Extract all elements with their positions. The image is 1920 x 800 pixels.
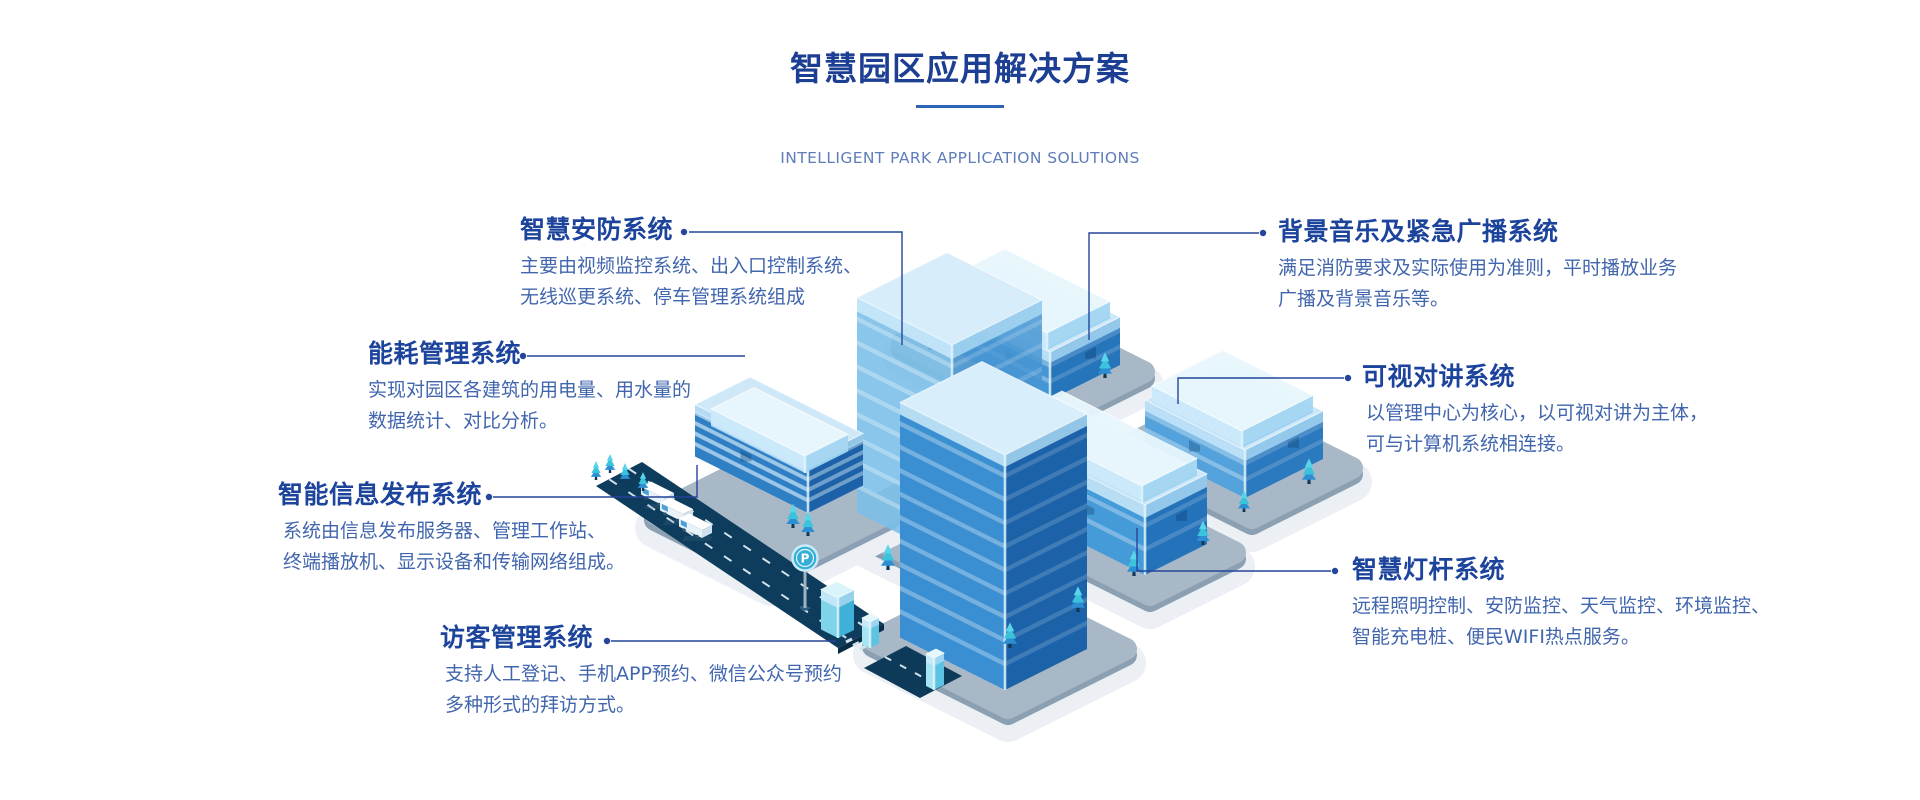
callout-energy-management: 能耗管理系统 实现对园区各建筑的用电量、用水量的 数据统计、对比分析。 bbox=[368, 340, 691, 437]
callout-smart-security: 智慧安防系统 主要由视频监控系统、出入口控制系统、 无线巡更系统、停车管理系统组… bbox=[520, 216, 862, 313]
callout-video-intercom-title: 可视对讲系统 bbox=[1362, 362, 1516, 391]
callout-smart-light-pole: 智慧灯杆系统 远程照明控制、安防监控、天气监控、环境监控、 智能充电桩、便民WI… bbox=[1352, 556, 1770, 653]
tree bbox=[880, 544, 896, 570]
desc-line: 数据统计、对比分析。 bbox=[368, 410, 559, 432]
tree bbox=[1196, 520, 1210, 545]
callout-info-publishing: 智能信息发布系统 系统由信息发布服务器、管理工作站、 终端播放机、显示设备和传输… bbox=[278, 481, 625, 578]
desc-line: 实现对园区各建筑的用电量、用水量的 bbox=[368, 379, 692, 401]
page-title: 智慧园区应用解决方案 bbox=[790, 49, 1130, 88]
callout-info-publishing-desc: 系统由信息发布服务器、管理工作站、 终端播放机、显示设备和传输网络组成。 bbox=[283, 516, 625, 578]
tree bbox=[604, 454, 616, 473]
kiosk bbox=[819, 580, 856, 638]
desc-line: 无线巡更系统、停车管理系统组成 bbox=[520, 286, 806, 308]
tree bbox=[1238, 490, 1250, 512]
desc-line: 可与计算机系统相连接。 bbox=[1366, 433, 1576, 455]
callout-energy-management-title: 能耗管理系统 bbox=[368, 339, 522, 368]
desc-line: 远程照明控制、安防监控、天气监控、环境监控、 bbox=[1352, 595, 1771, 617]
svg-text:P: P bbox=[801, 552, 810, 566]
gate-pillar bbox=[924, 648, 946, 690]
tree bbox=[1097, 352, 1113, 378]
tree bbox=[801, 511, 815, 536]
callout-smart-security-title: 智慧安防系统 bbox=[520, 215, 674, 244]
crosswalk bbox=[845, 637, 867, 651]
callout-broadcast-system-desc: 满足消防要求及实际使用为准则，平时播放业务 广播及背景音乐等。 bbox=[1278, 253, 1677, 315]
desc-line: 主要由视频监控系统、出入口控制系统、 bbox=[520, 255, 863, 277]
leader-dots bbox=[485, 228, 1352, 645]
desc-line: 系统由信息发布服务器、管理工作站、 bbox=[283, 520, 607, 542]
callout-visitor-management-title: 访客管理系统 bbox=[440, 623, 594, 652]
callout-smart-light-pole-title: 智慧灯杆系统 bbox=[1352, 555, 1506, 584]
desc-line: 广播及背景音乐等。 bbox=[1278, 288, 1450, 310]
callout-visitor-management: 访客管理系统 支持人工登记、手机APP预约、微信公众号预约 多种形式的拜访方式。 bbox=[440, 624, 842, 721]
tree bbox=[1301, 458, 1317, 484]
callout-broadcast-system-title: 背景音乐及紧急广播系统 bbox=[1278, 217, 1559, 246]
callout-video-intercom: 可视对讲系统 以管理中心为核心，以可视对讲为主体， 可与计算机系统相连接。 bbox=[1362, 363, 1708, 460]
page-subtitle: INTELLIGENT PARK APPLICATION SOLUTIONS bbox=[780, 149, 1140, 167]
callout-info-publishing-title: 智能信息发布系统 bbox=[278, 480, 483, 509]
building-tower bbox=[898, 360, 1089, 690]
building-parapet bbox=[1150, 349, 1315, 448]
desc-line: 智能充电桩、便民WIFI热点服务。 bbox=[1352, 626, 1640, 648]
tree bbox=[1070, 586, 1086, 612]
desc-line: 满足消防要求及实际使用为准则，平时播放业务 bbox=[1278, 257, 1678, 279]
desc-line: 终端播放机、显示设备和传输网络组成。 bbox=[283, 551, 626, 573]
leader-lines bbox=[493, 231, 1344, 642]
tree bbox=[1002, 622, 1018, 648]
desc-line: 以管理中心为核心，以可视对讲为主体， bbox=[1366, 402, 1709, 424]
parking-sign-icon: P bbox=[791, 544, 819, 611]
callout-smart-light-pole-desc: 远程照明控制、安防监控、天气监控、环境监控、 智能充电桩、便民WIFI热点服务。 bbox=[1352, 591, 1770, 653]
title-underline bbox=[916, 105, 1004, 108]
desc-line: 多种形式的拜访方式。 bbox=[445, 694, 636, 716]
callout-smart-security-desc: 主要由视频监控系统、出入口控制系统、 无线巡更系统、停车管理系统组成 bbox=[520, 251, 862, 313]
gate-pillar bbox=[860, 612, 881, 648]
van bbox=[679, 513, 713, 541]
tree bbox=[590, 461, 602, 480]
tree bbox=[637, 472, 649, 491]
desc-line: 支持人工登记、手机APP预约、微信公众号预约 bbox=[445, 663, 842, 685]
callout-energy-management-desc: 实现对园区各建筑的用电量、用水量的 数据统计、对比分析。 bbox=[368, 375, 691, 437]
tree bbox=[619, 463, 631, 482]
callout-broadcast-system: 背景音乐及紧急广播系统 满足消防要求及实际使用为准则，平时播放业务 广播及背景音… bbox=[1278, 218, 1677, 315]
header: 智慧园区应用解决方案 bbox=[0, 42, 1920, 90]
building-parapet bbox=[709, 386, 850, 473]
tree bbox=[786, 503, 800, 528]
callout-visitor-management-desc: 支持人工登记、手机APP预约、微信公众号预约 多种形式的拜访方式。 bbox=[445, 659, 842, 721]
callout-video-intercom-desc: 以管理中心为核心，以可视对讲为主体， 可与计算机系统相连接。 bbox=[1366, 398, 1708, 460]
